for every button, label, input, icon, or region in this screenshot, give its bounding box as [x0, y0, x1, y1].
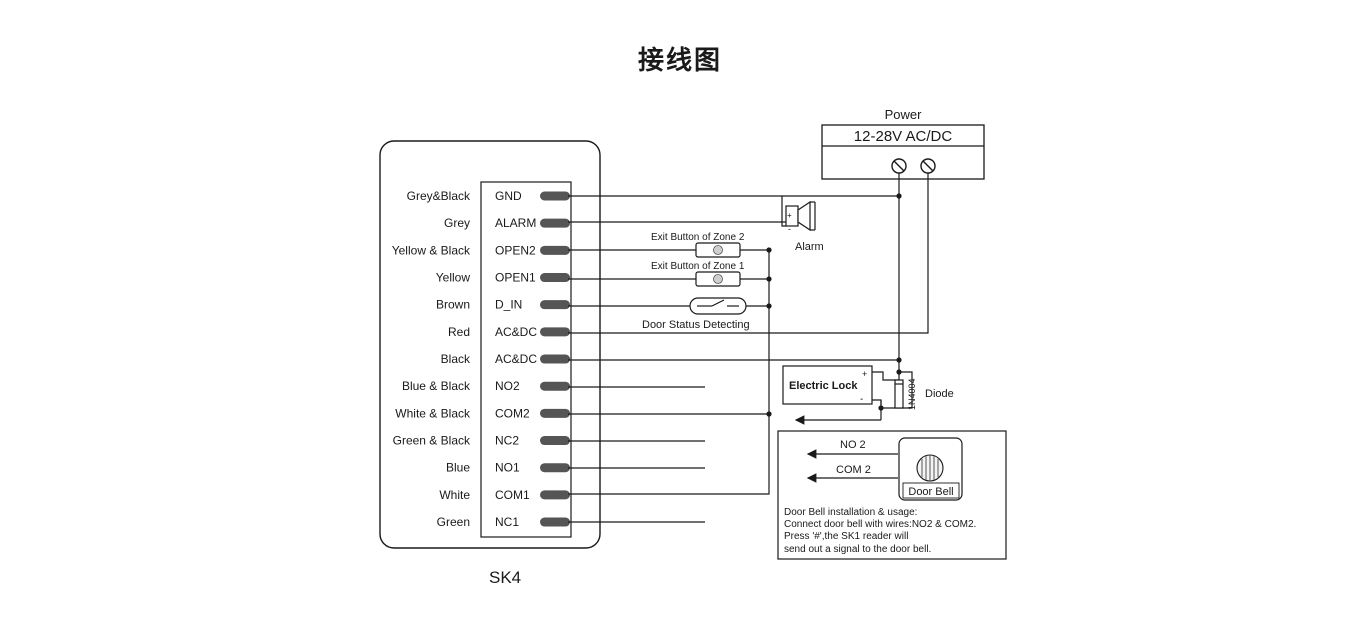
wire-color-label: Red [448, 325, 470, 339]
wire-color-label: Yellow & Black [392, 243, 471, 257]
pin-label: AC&DC [495, 352, 537, 366]
terminal-pin-icon [540, 381, 570, 391]
bell-note-1: Door Bell installation & usage: [784, 507, 917, 518]
terminal-pin-icon [540, 490, 570, 500]
pin-label: COM2 [495, 406, 530, 420]
junction-dots [766, 193, 902, 417]
diode-label: Diode [925, 388, 954, 400]
exit-zone2-label: Exit Button of Zone 2 [651, 232, 745, 243]
wire-color-label: Grey [444, 216, 470, 230]
wiring-lines [568, 173, 929, 523]
alarm-minus: - [788, 224, 791, 234]
pin-label: NC1 [495, 515, 519, 529]
alarm-plus: + [787, 211, 792, 220]
button-icon [695, 271, 741, 287]
button-icon [695, 242, 741, 258]
bell-note-3: Press '#',the SK1 reader will [784, 531, 908, 542]
device-name: SK4 [489, 568, 521, 587]
wire-color-label: Green & Black [393, 434, 471, 448]
terminal-pin-icon [540, 245, 570, 255]
pin-label: GND [495, 189, 522, 203]
terminal-pin-icon [540, 327, 570, 337]
power-supply [821, 124, 985, 180]
pin-label: ALARM [495, 216, 536, 230]
terminal-pin-icon [540, 191, 570, 201]
bell-note-2: Connect door bell with wires:NO2 & COM2. [784, 519, 976, 530]
electric-lock-box [782, 365, 873, 405]
terminal-pin-icon [540, 436, 570, 446]
speaker-icon [785, 200, 816, 232]
door-status-label: Door Status Detecting [642, 319, 750, 331]
electric-lock-label: Electric Lock [789, 380, 858, 392]
bell-no2-label: NO 2 [840, 439, 866, 451]
wire-color-label: White [439, 488, 470, 502]
bell-speaker-icon [916, 454, 944, 482]
diode-icon [894, 379, 904, 409]
pin-label: D_IN [495, 298, 522, 312]
terminal-pin-icon [540, 517, 570, 527]
door-switch-icon [689, 297, 747, 315]
terminal-pin-icon [540, 218, 570, 228]
page-title: 接线图 [637, 46, 722, 76]
device-outline [379, 140, 601, 549]
pin-label: OPEN2 [495, 243, 536, 257]
wire-color-label: Black [441, 352, 471, 366]
wire-color-label: Grey&Black [407, 189, 471, 203]
pin-label: COM1 [495, 488, 530, 502]
terminal-pin-icon [540, 408, 570, 418]
terminal-pin-icon [540, 354, 570, 364]
bell-note-4: send out a signal to the door bell. [784, 544, 931, 555]
power-label: Power [885, 107, 923, 122]
wire-color-label: Yellow [436, 271, 471, 285]
terminal-pin-icon [540, 273, 570, 283]
power-spec: 12-28V AC/DC [854, 128, 953, 145]
wire-color-label: Green [437, 515, 470, 529]
door-bell-label: Door Bell [908, 486, 953, 498]
alarm-label: Alarm [795, 241, 824, 253]
pin-label: AC&DC [495, 325, 537, 339]
lock-plus: + [862, 369, 867, 379]
wire-color-label: Blue [446, 461, 470, 475]
power-terminal-icon [891, 158, 936, 174]
pin-label: OPEN1 [495, 271, 536, 285]
pin-label: NO2 [495, 379, 520, 393]
diode-part: 1N4004 [907, 378, 917, 410]
terminal-pin-icon [540, 300, 570, 310]
terminal-pin-icon [540, 463, 570, 473]
door-bell-panel [777, 430, 1007, 560]
pin-label: NO1 [495, 461, 520, 475]
bell-com2-label: COM 2 [836, 464, 871, 476]
pin-label: NC2 [495, 434, 519, 448]
wire-color-label: Brown [436, 298, 470, 312]
wire-color-label: Blue & Black [402, 379, 471, 393]
wire-color-label: White & Black [395, 406, 471, 420]
lock-minus: - [860, 394, 863, 405]
exit-zone1-label: Exit Button of Zone 1 [651, 261, 745, 272]
